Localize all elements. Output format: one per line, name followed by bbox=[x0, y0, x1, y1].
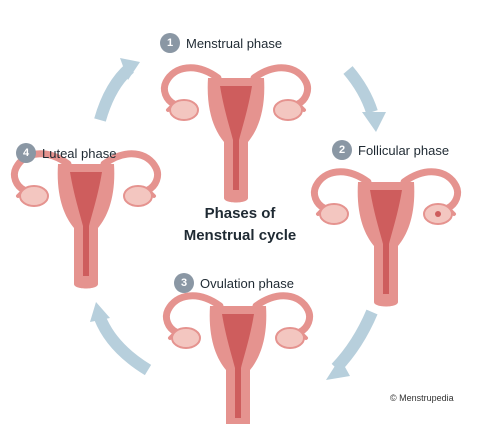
phase-name: Ovulation phase bbox=[200, 275, 294, 291]
phase-name: Follicular phase bbox=[358, 142, 450, 158]
phase-label-menstrual: 1 Menstrual phase bbox=[160, 33, 282, 53]
arrow-menstrual-to-follicular bbox=[343, 66, 378, 114]
phase-name: Luteal phase bbox=[42, 145, 117, 161]
uterus-illustration-follicular bbox=[314, 172, 457, 307]
arrow-head-3 bbox=[326, 358, 350, 380]
center-title-line-1: Phases of bbox=[204, 205, 276, 222]
phase-label-luteal: 4 Luteal phase bbox=[16, 143, 116, 163]
phase-number-badge: 3 bbox=[174, 273, 194, 293]
phase-label-follicular: 2 Follicular phase bbox=[332, 140, 449, 160]
arrow-head-4 bbox=[90, 302, 110, 322]
phase-number-badge: 4 bbox=[16, 143, 36, 163]
center-title-line-2: Menstrual cycle bbox=[183, 227, 297, 244]
phase-number-badge: 1 bbox=[160, 33, 180, 53]
uterus-illustration-luteal bbox=[14, 154, 157, 289]
uterus-illustration-ovulation bbox=[166, 296, 309, 424]
arrow-head-1 bbox=[120, 58, 140, 80]
credit-text: © Menstrupedia bbox=[390, 393, 454, 403]
arrow-follicular-to-ovulation bbox=[331, 309, 378, 373]
uterus-illustration-menstrual bbox=[164, 68, 307, 203]
center-title: Phases of Menstrual cycle bbox=[160, 203, 320, 247]
phase-name: Menstrual phase bbox=[186, 35, 283, 51]
arrow-luteal-to-menstrual bbox=[94, 63, 135, 122]
arrow-ovulation-to-luteal bbox=[94, 315, 152, 376]
phase-label-ovulation: 3 Ovulation phase bbox=[174, 273, 294, 293]
phase-number-badge: 2 bbox=[332, 140, 352, 160]
arrow-head-2 bbox=[362, 112, 386, 132]
